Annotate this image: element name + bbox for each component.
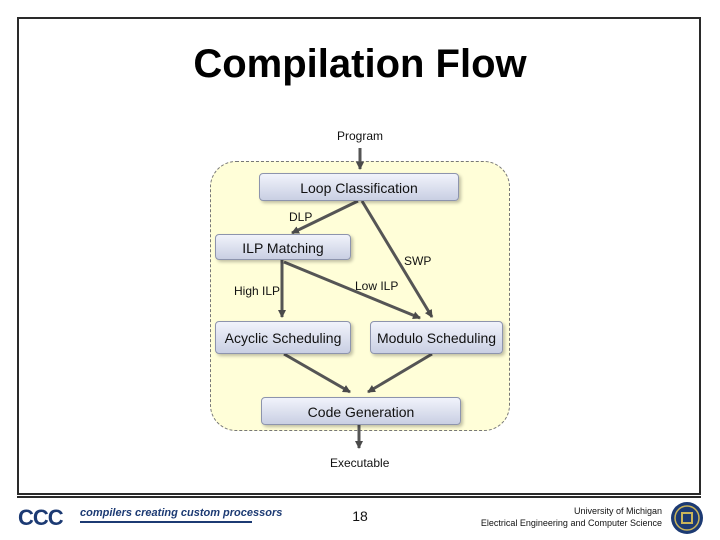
edge-label-swp: SWP <box>404 254 432 268</box>
logo-underline <box>80 521 252 523</box>
university-seal-icon <box>671 502 703 534</box>
department-name: Electrical Engineering and Computer Scie… <box>480 518 662 528</box>
arrow-modulo-to-codegen <box>367 352 433 394</box>
ccc-logo: CCC <box>18 505 64 530</box>
logo-tagline: compilers creating custom processors <box>80 507 283 519</box>
slide-title: Compilation Flow <box>193 42 527 86</box>
university-affiliation: University of Michigan Electrical Engine… <box>481 505 662 529</box>
edge-label-low-ilp: Low ILP <box>355 279 399 293</box>
footer-divider <box>17 496 701 498</box>
arrow-acyclic-to-codegen <box>283 352 351 394</box>
code-generation-node: Code Generation <box>261 397 461 425</box>
loop-classification-node: Loop Classification <box>259 173 459 201</box>
arrow-loop-to-modulo <box>360 200 434 318</box>
arrow-ilp-to-modulo <box>283 260 421 320</box>
edge-label-high-ilp: High ILP <box>234 284 281 298</box>
edge-label-dlp: DLP <box>289 210 313 224</box>
acyclic-scheduling-node: Acyclic Scheduling <box>215 321 351 354</box>
arrow-loop-to-ilp-matching <box>291 199 359 235</box>
output-executable-label: Executable <box>330 456 390 470</box>
input-program-label: Program <box>337 129 384 143</box>
modulo-scheduling-node: Modulo Scheduling <box>370 321 503 354</box>
university-name: University of Michigan <box>573 506 662 516</box>
ilp-matching-node: ILP Matching <box>215 234 351 260</box>
page-number: 18 <box>352 508 368 524</box>
